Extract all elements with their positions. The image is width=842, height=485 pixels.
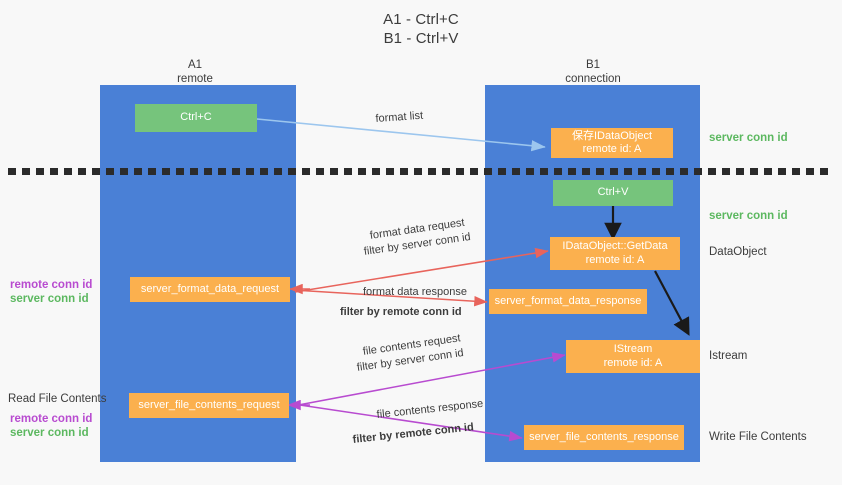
box-server-file-contents-request-label: server_file_contents_request	[138, 398, 280, 411]
box-server-format-data-request[interactable]: server_format_data_request	[130, 277, 290, 302]
edge-label-file-contents-response-filter: filter by remote conn id	[352, 420, 474, 447]
box-ctrl-c[interactable]: Ctrl+C	[135, 104, 257, 132]
filter-value-remote-conn-id: remote conn id	[394, 421, 475, 442]
filter-value-remote-conn-id: remote conn id	[382, 306, 462, 318]
box-server-file-contents-request[interactable]: server_file_contents_request	[129, 393, 289, 418]
right-label-istream: Istream	[709, 350, 748, 362]
column-header-a1-sub: remote	[177, 73, 213, 85]
box-save-idataobject-line1: 保存IDataObject	[571, 129, 653, 142]
left-label-server-conn-id-mid: server conn id	[10, 293, 89, 305]
box-idataobject-getdata[interactable]: IDataObject::GetData remote id: A	[550, 237, 680, 270]
left-label-remote-conn-id-bottom: remote conn id	[10, 413, 93, 425]
box-ctrl-c-label: Ctrl+C	[180, 111, 212, 124]
box-istream[interactable]: IStream remote id: A	[566, 340, 700, 373]
box-save-idataobject[interactable]: 保存IDataObject remote id: A	[551, 128, 673, 158]
box-istream-line2: remote id: A	[603, 356, 663, 369]
box-server-file-contents-response[interactable]: server_file_contents_response	[524, 425, 684, 450]
right-label-server-conn-id-mid: server conn id	[709, 210, 788, 222]
phase-separator-dashed-line	[8, 168, 834, 175]
box-save-idataobject-line2: remote id: A	[582, 143, 642, 155]
box-idataobject-getdata-line2: remote id: A	[585, 253, 645, 266]
filter-prefix: filter by	[340, 306, 383, 318]
left-label-read-file-contents: Read File Contents	[8, 393, 107, 405]
box-server-format-data-response-label: server_format_data_response	[494, 294, 642, 307]
edge-label-format-data-response-filter: filter by remote conn id	[340, 305, 462, 319]
box-server-format-data-request-label: server_format_data_request	[140, 282, 280, 295]
diagram-title-line2: B1 - Ctrl+V	[383, 30, 459, 47]
column-header-b1-name: B1	[585, 59, 601, 71]
box-ctrl-v[interactable]: Ctrl+V	[553, 180, 673, 206]
right-label-server-conn-id-top: server conn id	[709, 132, 788, 144]
column-header-b1-sub: connection	[565, 73, 621, 85]
box-idataobject-getdata-line1: IDataObject::GetData	[562, 240, 668, 252]
right-label-dataobject: DataObject	[709, 246, 767, 258]
box-server-file-contents-response-label: server_file_contents_response	[529, 430, 679, 443]
box-istream-line1: IStream	[613, 343, 653, 355]
column-header-a1: A1 remote	[135, 58, 255, 86]
left-label-remote-conn-id-mid: remote conn id	[10, 279, 93, 291]
filter-prefix: filter by	[352, 429, 396, 446]
box-ctrl-v-label: Ctrl+V	[597, 186, 629, 199]
filter-prefix: filter by	[356, 356, 396, 374]
edge-label-format-list: format list	[375, 109, 424, 125]
column-header-b1: B1 connection	[533, 58, 653, 86]
right-label-write-file-contents: Write File Contents	[709, 431, 807, 443]
edge-label-format-data-response: format data response	[363, 286, 467, 298]
filter-prefix: filter by	[363, 240, 403, 258]
edge-label-file-contents-response: file contents response	[376, 397, 484, 421]
left-label-server-conn-id-bottom: server conn id	[10, 427, 89, 439]
diagram-title-line1: A1 - Ctrl+C	[383, 11, 459, 28]
box-server-format-data-response[interactable]: server_format_data_response	[489, 289, 647, 314]
column-header-a1-name: A1	[187, 59, 203, 71]
